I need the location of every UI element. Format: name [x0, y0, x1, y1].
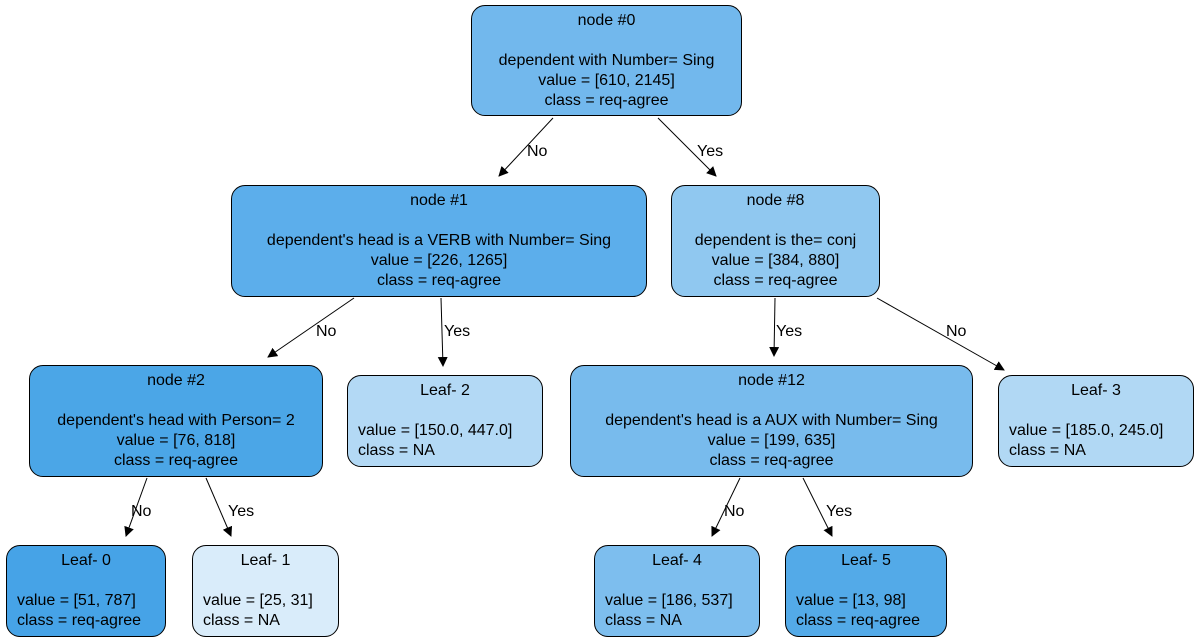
node-line: class = req-agree [113, 452, 239, 469]
node-2: node #2 dependent's head with Person= 2 va… [29, 365, 323, 477]
node-title: node #0 [577, 12, 636, 29]
node-line: value = [226, 1265] [370, 252, 508, 269]
node-line: class = req-agree [713, 272, 838, 289]
edge-label-n0-n8: Yes [697, 143, 723, 160]
node-line: value = [25, 31] [203, 592, 313, 609]
node-line: value = [185.0, 245.0] [1009, 422, 1164, 439]
node-spacer [472, 31, 741, 51]
node-spacer [999, 401, 1193, 421]
node-spacer [595, 571, 759, 591]
node-title: node #12 [738, 372, 805, 389]
node-title: Leaf- 5 [841, 552, 891, 569]
edge-label-n0-n1: No [527, 143, 548, 160]
edge-n1-n2 [267, 297, 355, 358]
node-line: class = req-agree [376, 272, 502, 289]
node-12: node #12 dependent's head is a AUX with N… [570, 365, 973, 477]
node-8: node #8 dependent is the= conj value = [38… [671, 185, 880, 297]
edge-n0-n1 [498, 117, 554, 177]
node-line: value = [186, 537] [605, 592, 733, 609]
node-1: node #1 dependent's head is a VERB with N… [231, 185, 647, 297]
edge-n8-n12 [769, 297, 780, 357]
node-spacer [348, 401, 542, 421]
edge-label-n12-l4: No [724, 503, 745, 520]
node-line: dependent's head is a VERB with Number= … [266, 232, 612, 249]
node-spacer [672, 211, 879, 231]
node-line: value = [199, 635] [707, 432, 836, 449]
node-line: value = [76, 818] [116, 432, 236, 449]
leaf-1: Leaf- 1 value = [25, 31] class = NA [192, 545, 339, 637]
node-spacer [571, 391, 972, 411]
edge-n0-n8 [657, 117, 717, 177]
leaf-3: Leaf- 3 value = [185.0, 245.0] class = NA [998, 375, 1194, 467]
leaf-5: Leaf- 5 value = [13, 98] class = req-agree [785, 545, 947, 637]
edge-label-n2-l0: No [131, 503, 152, 520]
edge-label-n2-l1: Yes [228, 503, 254, 520]
leaf-4: Leaf- 4 value = [186, 537] class = NA [594, 545, 760, 637]
edge-label-n12-l5: Yes [826, 503, 852, 520]
node-line: class = req-agree [17, 612, 142, 629]
node-line: value = [610, 2145] [538, 72, 675, 89]
node-spacer [7, 571, 165, 591]
node-line: dependent's head is a AUX with Number= S… [605, 412, 938, 429]
edge-n8-l3 [876, 297, 1005, 371]
node-title: node #1 [410, 192, 468, 209]
node-line: class = req-agree [796, 612, 921, 629]
node-spacer [30, 391, 322, 411]
node-title: Leaf- 3 [1071, 382, 1121, 399]
node-title: node #8 [746, 192, 805, 209]
edge-label-n8-l3: No [946, 323, 967, 340]
node-line: class = NA [358, 442, 435, 459]
node-title: Leaf- 4 [652, 552, 702, 569]
node-line: class = NA [605, 612, 682, 629]
edge-n2-l1 [205, 477, 233, 537]
node-spacer [193, 571, 338, 591]
edge-n12-l5 [802, 477, 833, 537]
edge-n12-l4 [711, 477, 741, 537]
leaf-0: Leaf- 0 value = [51, 787] class = req-agre… [6, 545, 166, 637]
node-line: class = NA [1009, 442, 1086, 459]
node-spacer [786, 571, 946, 591]
node-line: class = req-agree [544, 92, 669, 109]
node-line: value = [13, 98] [796, 592, 906, 609]
edge-label-n8-n12: Yes [776, 323, 802, 340]
edge-label-n1-l2: Yes [444, 323, 470, 340]
edge-label-n1-n2: No [316, 323, 337, 340]
edge-n1-l2 [437, 297, 448, 367]
node-title: Leaf- 2 [420, 382, 470, 399]
node-line: class = req-agree [709, 452, 834, 469]
node-0: node #0 dependent with Number= Sing value … [471, 5, 742, 116]
node-line: value = [384, 880] [711, 252, 840, 269]
node-line: dependent's head with Person= 2 [57, 412, 295, 429]
edge-n2-l0 [124, 477, 148, 537]
node-line: dependent is the= conj [694, 232, 857, 249]
node-line: dependent with Number= Sing [498, 52, 715, 69]
node-title: Leaf- 0 [61, 552, 111, 569]
node-line: class = NA [203, 612, 280, 629]
node-line: value = [150.0, 447.0] [358, 422, 513, 439]
leaf-2: Leaf- 2 value = [150.0, 447.0] class = NA [347, 375, 543, 467]
node-title: Leaf- 1 [240, 552, 291, 569]
node-spacer [232, 211, 646, 231]
node-title: node #2 [147, 372, 205, 389]
node-line: value = [51, 787] [17, 592, 136, 609]
